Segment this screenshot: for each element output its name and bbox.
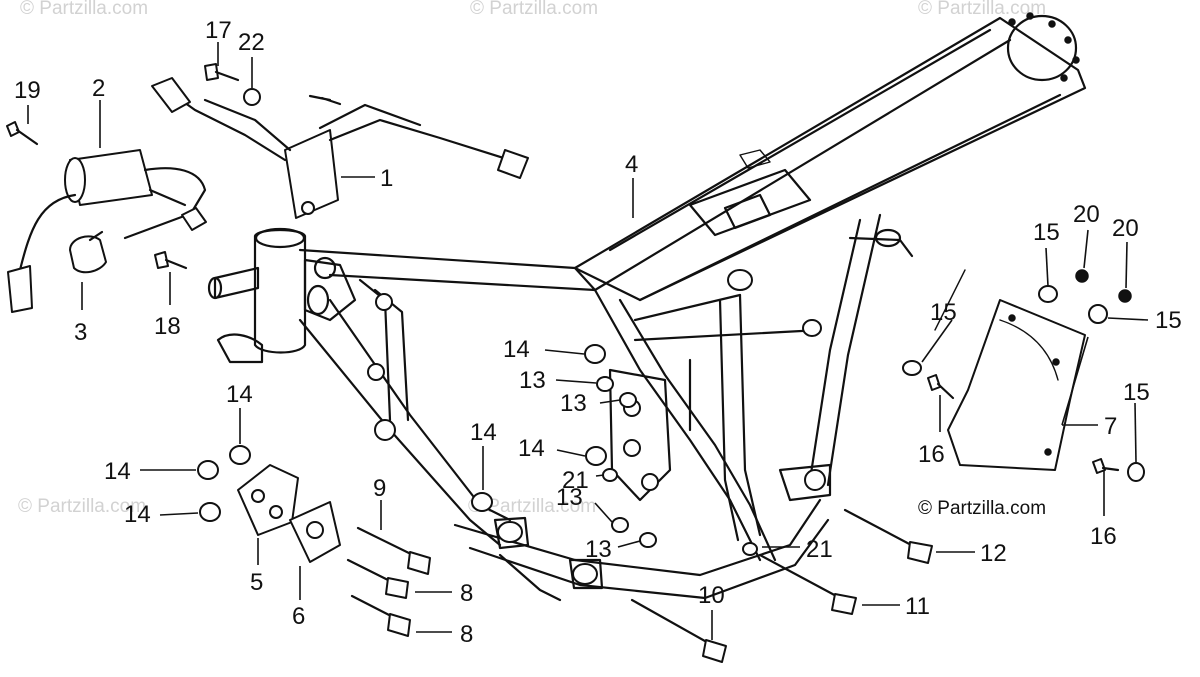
ignition-coil-assembly	[7, 149, 207, 313]
bolt-11	[758, 553, 857, 615]
callout-15-c: 15	[930, 299, 957, 326]
side-cover-7	[934, 269, 1086, 471]
callout-8-lower: 8	[460, 621, 473, 648]
callout-15-b: 15	[1155, 307, 1182, 334]
frame-body	[207, 12, 1087, 602]
nuts-14	[197, 344, 607, 522]
bolt-9	[356, 526, 431, 575]
bolt-8-lower	[350, 594, 411, 637]
callout-13-b: 13	[560, 390, 587, 417]
callout-15-d: 15	[1123, 379, 1150, 406]
watermark-top-right: © Partzilla.com	[918, 0, 1046, 19]
callout-9: 9	[373, 475, 386, 502]
cdi-unit	[151, 77, 529, 219]
callout-17: 17	[205, 17, 232, 44]
callout-8-upper: 8	[460, 580, 473, 607]
callout-13-c: 13	[556, 484, 583, 511]
callout-16-b: 16	[1090, 523, 1117, 550]
washers-21	[602, 468, 758, 556]
grommets-15-20	[902, 269, 1145, 482]
callout-22: 22	[238, 29, 265, 56]
callout-21-a: 21	[562, 467, 589, 494]
callout-14-e: 14	[518, 435, 545, 462]
callout-13-d: 13	[585, 536, 612, 563]
bolt-19	[6, 121, 39, 146]
bolt-17	[204, 63, 240, 82]
spark-plug-cap	[69, 230, 107, 274]
bolts-16	[927, 374, 1120, 474]
callout-12: 12	[980, 540, 1007, 567]
bolt-10	[630, 598, 727, 663]
callout-14-d: 14	[503, 336, 530, 363]
callout-14-c: 14	[124, 501, 151, 528]
callout-15-a: 15	[1033, 219, 1060, 246]
washer-22	[243, 88, 261, 106]
callout-2: 2	[92, 75, 105, 102]
callout-18: 18	[154, 313, 181, 340]
callout-14-b: 14	[226, 381, 253, 408]
callout-5: 5	[250, 569, 263, 596]
callout-6: 6	[292, 603, 305, 630]
callout-10: 10	[698, 582, 725, 609]
callout-14-a: 14	[104, 458, 131, 485]
callout-numbers: 1 2 3 4 5 6 7 8 8 9 10 11 12 13 13 13 13…	[14, 17, 1182, 648]
callout-20-a: 20	[1073, 201, 1100, 228]
bolt-8-upper	[346, 558, 409, 599]
callout-3: 3	[74, 319, 87, 346]
watermark-mid-left: © Partzilla.com	[18, 496, 146, 517]
bolt-18	[154, 251, 188, 270]
callout-21-b: 21	[806, 536, 833, 563]
callout-7: 7	[1104, 413, 1117, 440]
callout-20-b: 20	[1112, 215, 1139, 242]
watermark-mid-center: © Partzilla.com	[468, 496, 596, 517]
watermark-top-left: © Partzilla.com	[20, 0, 148, 19]
engine-hanger-5	[237, 464, 299, 536]
callout-14-f: 14	[470, 419, 497, 446]
leader-lines	[27, 42, 1149, 640]
callout-16-a: 16	[918, 441, 945, 468]
callout-1: 1	[380, 165, 393, 192]
callout-13-a: 13	[519, 367, 546, 394]
callout-4: 4	[625, 151, 638, 178]
callout-11: 11	[905, 593, 930, 620]
watermark-top-center: © Partzilla.com	[470, 0, 598, 19]
copyright-credit: © Partzilla.com	[918, 498, 1046, 519]
engine-hanger-6	[289, 501, 341, 563]
bolt-12	[843, 508, 933, 564]
nuts-13	[596, 376, 657, 548]
callout-19: 19	[14, 77, 41, 104]
